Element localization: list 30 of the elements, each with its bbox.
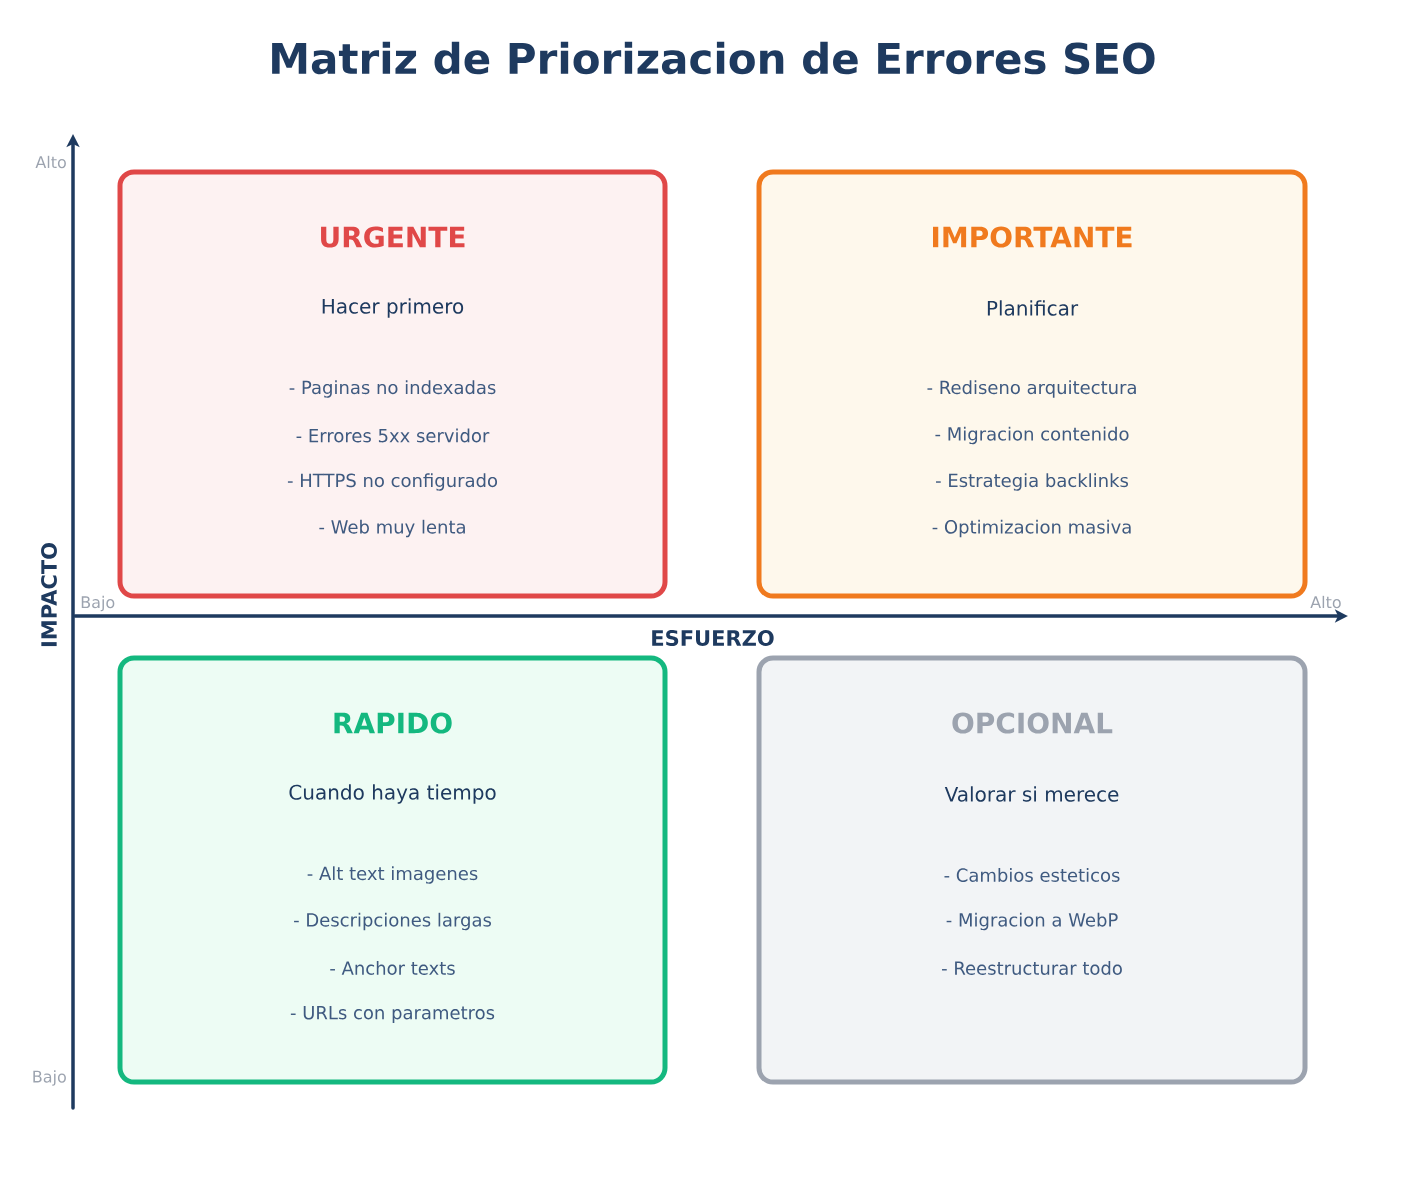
list-item: - Descripciones largas bbox=[294, 912, 491, 931]
axis-title: ESFUERZO bbox=[652, 630, 774, 646]
quadrant-subtitle: Cuando haya tiempo bbox=[289, 784, 496, 804]
list-item: - Optimizacion masiva bbox=[932, 519, 1131, 538]
list-item: - Alt text imagenes bbox=[307, 866, 478, 884]
quadrant-heading: IMPORTANTE bbox=[933, 226, 1132, 248]
list-item: - Paginas no indexadas bbox=[289, 380, 496, 398]
list-item: - Anchor texts bbox=[330, 961, 455, 975]
axis-end-label: Alto bbox=[1310, 595, 1341, 609]
list-item: - Rediseno arquitectura bbox=[927, 380, 1136, 398]
list-item: - HTTPS no configurado bbox=[287, 473, 498, 491]
list-item: - URLs con parametros bbox=[290, 1006, 495, 1023]
list-item: - Web muy lenta bbox=[319, 519, 465, 538]
quadrant-heading: URGENTE bbox=[321, 226, 465, 248]
list-item: - Cambios esteticos bbox=[944, 868, 1120, 882]
axis-end-label: Alto bbox=[35, 155, 66, 169]
list-item: - Estrategia backlinks bbox=[936, 473, 1128, 491]
quadrant-subtitle: Hacer primero bbox=[322, 298, 464, 318]
list-item: - Migracion a WebP bbox=[946, 912, 1118, 931]
quadrant-heading: RAPIDO bbox=[334, 712, 452, 734]
title: Matriz de Priorizacion de Errores SEO bbox=[272, 41, 1155, 75]
axis-title: IMPACTO bbox=[41, 543, 57, 647]
quadrant-subtitle: Valorar si merece bbox=[944, 786, 1119, 802]
axis-end-label: Bajo bbox=[81, 595, 115, 612]
list-item: - Reestructurar todo bbox=[942, 961, 1122, 975]
axis-end-label: Bajo bbox=[33, 1070, 66, 1086]
list-item: - Errores 5xx servidor bbox=[296, 428, 490, 443]
quadrant-subtitle: Planificar bbox=[987, 300, 1079, 316]
quadrant-heading: OPCIONAL bbox=[952, 712, 1113, 734]
list-item: - Migracion contenido bbox=[935, 426, 1129, 445]
